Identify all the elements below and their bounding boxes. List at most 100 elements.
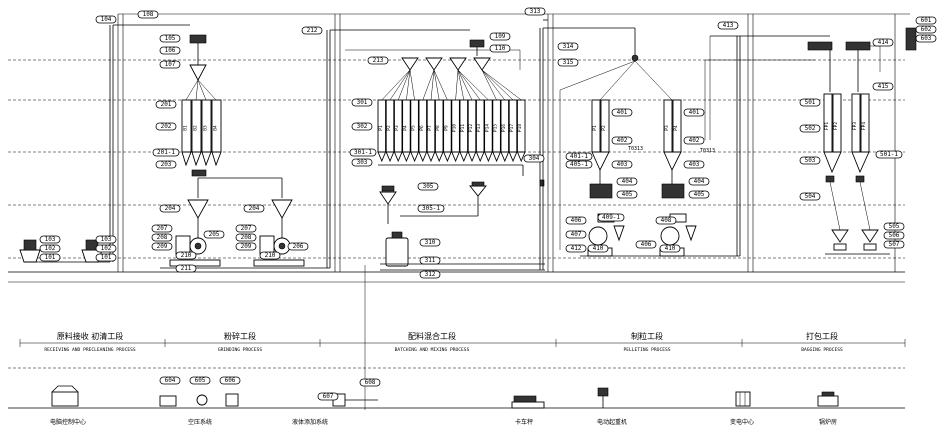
distribution-spout [397,69,411,101]
batching-bin-hopper [442,151,452,163]
distribution-spout [457,69,489,101]
callout-103: 103 [95,235,117,244]
batching-bin-hopper [483,151,493,163]
callout-text: 109 [495,33,506,40]
callout-text: 405 [622,191,633,198]
substation-icon [735,391,751,407]
callout-text: 405 [694,191,705,198]
callout-text: 408 [661,217,672,224]
bin-label: P11 [460,124,466,132]
right-top-equipment [905,27,917,51]
drawing-note: T0313 [700,148,715,154]
batching-bin-hopper [467,151,477,163]
callout-frame [235,233,257,242]
mixer [385,237,409,267]
callout-text: 102 [101,245,112,252]
callout-text: 110 [495,45,506,52]
callout-frame [717,21,739,30]
callout-text: 314 [563,43,574,50]
batching-bin-hopper [492,151,502,163]
bin-label: P2 [386,125,392,131]
callout-109: 109 [489,32,511,41]
callout-text: 406 [641,241,652,248]
auxiliary-facilities: 电脑控制中心 空压系统 液体添加系统 卡车秤 电动起重机 变电中心 锅炉房 [50,385,839,426]
batching-bin-hopper [401,151,411,163]
callout-102: 102 [95,244,117,253]
callout-402: 402 [611,136,633,145]
callout-404: 404 [616,177,638,186]
bin-label: FP1 [824,122,830,130]
bin-label: P3 [394,125,400,131]
callout-604: 604 [159,376,181,385]
batching-bin-hopper [385,151,395,163]
callout-frame [159,204,181,213]
callout-text: 403 [689,161,700,168]
callout-labels: 104108105106107201202201-120320420720820… [39,7,937,401]
distribution-spout [457,69,473,101]
callout-211: 211 [175,264,197,273]
electric-hoist-icon [597,387,609,397]
callout-frame [259,251,281,260]
callout-103: 103 [39,235,61,244]
callout-text: 302 [357,123,368,130]
callout-313: 313 [524,7,546,16]
section-title-cn: 粉碎工段 [224,331,256,341]
callout-text: 505 [889,223,900,230]
callout-209: 209 [235,242,257,251]
callout-110: 110 [489,44,511,53]
callout-601: 601 [915,16,937,25]
section-bagging: FP1 FP2 FP3 FP4 [807,27,917,255]
callout-301: 301 [351,98,373,107]
distribution-spout [389,69,411,101]
callout-frame [39,253,61,262]
bin-label: P5 [411,125,417,131]
callout-frame [489,44,511,53]
section-title-cn: 原料接收 初清工段 [57,331,124,341]
callout-text: 303 [357,159,368,166]
section-title-cn: 配料混合工段 [408,331,456,341]
callout-frame [351,98,373,107]
callout-frame [872,38,894,47]
distribution-spout [455,69,459,101]
callout-410: 410 [587,244,609,253]
callout-407: 407 [565,230,587,239]
aux-label: 卡车秤 [515,418,533,426]
callout-frame [39,244,61,253]
callout-text: 501-1 [880,151,898,158]
callout-text: 401 [617,109,628,116]
callout-text: 507 [889,241,900,248]
callout-507: 507 [883,240,905,249]
callout-frame [175,251,197,260]
callout-607: 607 [317,392,339,401]
callout-text: 208 [157,234,168,241]
callout-314: 314 [557,42,579,51]
callout-frame [219,376,241,385]
callout-frame [655,216,677,225]
cooler-2 [660,226,680,246]
callout-204: 204 [243,204,265,213]
callout-text: 603 [921,35,932,42]
callout-frame [287,242,309,251]
callout-212: 212 [301,26,323,35]
callout-104: 104 [95,15,117,24]
bin-label: FP4 [861,122,867,130]
callout-frame [151,242,173,251]
callout-502: 502 [799,124,821,133]
callout-401: 401 [611,108,633,117]
batching-bin-hopper [393,151,403,163]
callout-frame [799,124,821,133]
callout-606: 606 [219,376,241,385]
callout-text: 301-1 [354,149,372,156]
intake-machine-1 [23,239,37,251]
callout-410: 410 [659,244,681,253]
callout-text: 604 [165,377,176,384]
callout-213: 213 [367,56,389,65]
callout-text: 203 [161,161,172,168]
callout-text: 313 [530,8,541,15]
callout-text: 305-1 [422,205,440,212]
packing-scale-1 [831,229,849,243]
intake-hopper-1 [19,249,41,263]
callout-text: 103 [45,236,56,243]
callout-frame [565,244,587,253]
